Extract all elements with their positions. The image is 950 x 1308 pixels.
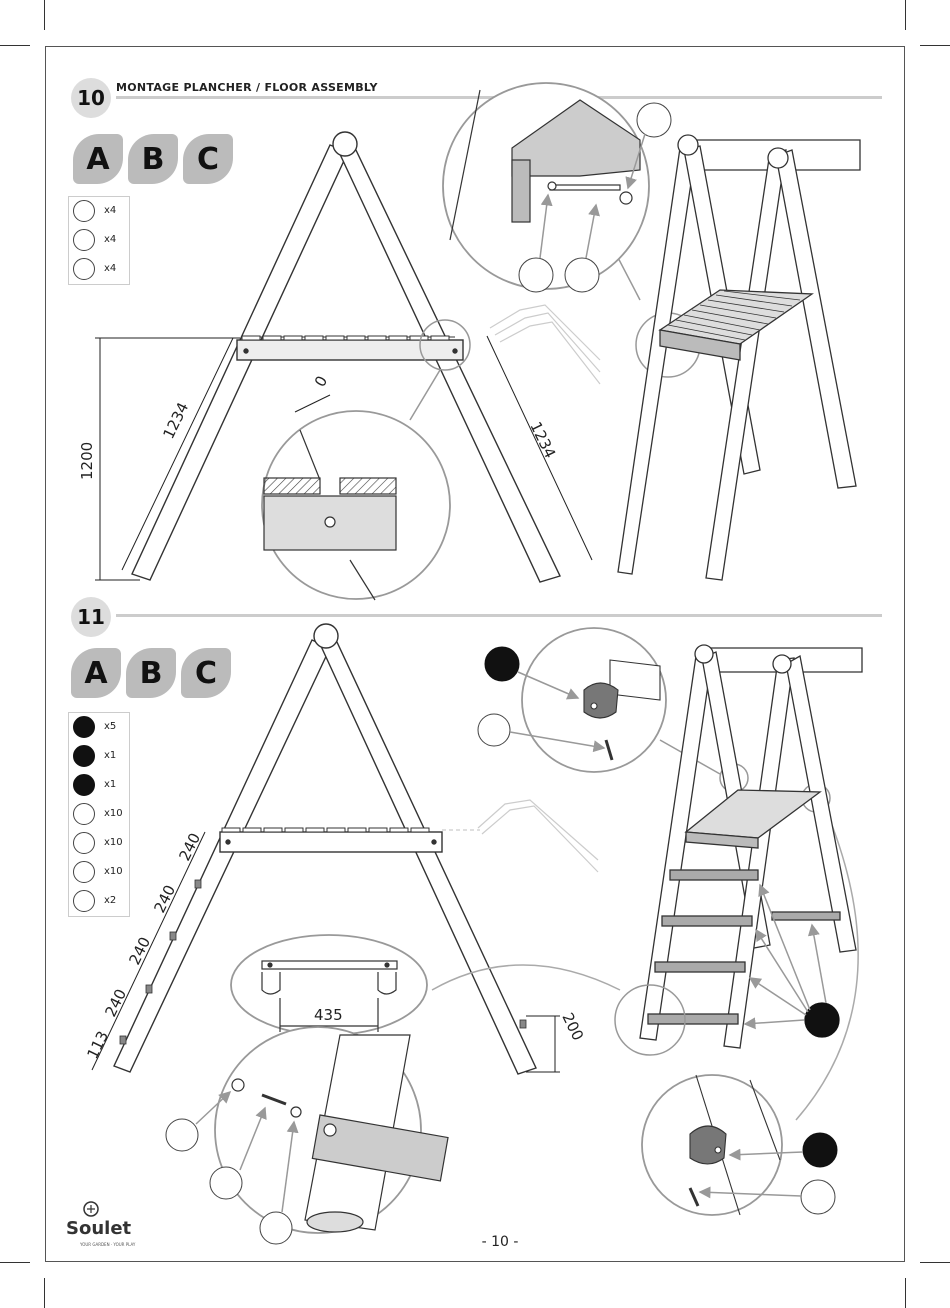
page-number: - 10 - <box>470 1234 530 1250</box>
brand-name: Soulet <box>66 1218 131 1239</box>
slide-ghost <box>442 800 598 872</box>
dim-rung-2: 240 <box>150 882 179 916</box>
dim-width: 435 <box>314 1006 343 1024</box>
dim-rung-1: 240 <box>175 830 204 864</box>
rung-bolt-detail <box>166 1027 448 1244</box>
dim-rung-3: 240 <box>125 934 154 968</box>
brand-mark-icon <box>82 1200 100 1218</box>
brand-tagline: YOUR GARDEN · YOUR PLAY <box>80 1242 135 1247</box>
dim-rung-4: 240 <box>101 986 130 1020</box>
dim-height: 1200 <box>78 442 96 480</box>
slide-ghost <box>490 305 600 384</box>
brand-logo: Soulet YOUR GARDEN · YOUR PLAY <box>66 1200 146 1250</box>
step-10-swing-frame <box>618 135 860 580</box>
dim-bottom: 113 <box>83 1028 112 1062</box>
dim-left-leg: 1234 <box>159 400 192 442</box>
dim-offset: 200 <box>558 1010 587 1044</box>
dim-gap: 0 <box>311 373 331 390</box>
dim-right-leg: 1234 <box>526 419 559 461</box>
